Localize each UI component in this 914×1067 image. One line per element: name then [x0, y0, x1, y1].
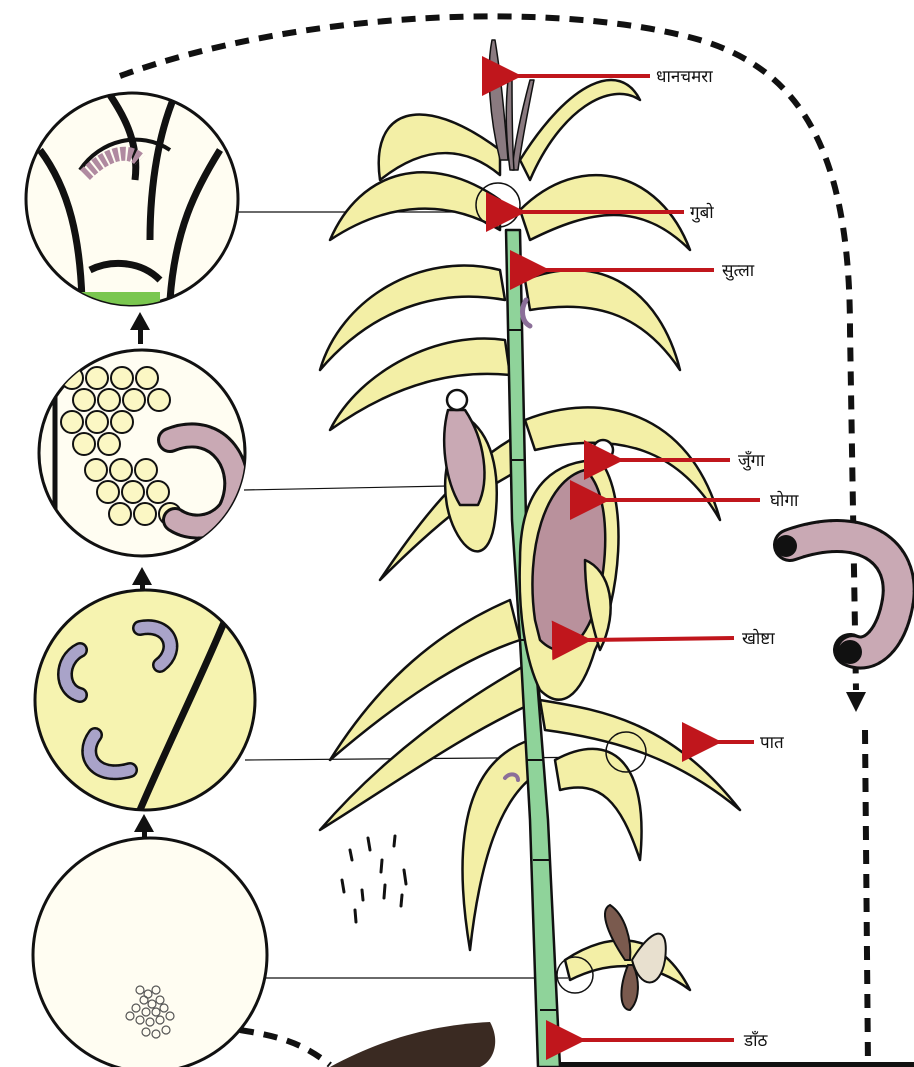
inset-egg-mass [33, 838, 267, 1067]
leaf [330, 338, 510, 430]
leaf [555, 749, 642, 860]
label-leaf: पात [760, 733, 784, 753]
upper-cob [444, 390, 497, 551]
main-cob [520, 440, 619, 700]
label-cob: घोगा [770, 490, 799, 511]
leaf [520, 80, 640, 180]
leaf [463, 740, 536, 950]
leaf [379, 114, 500, 180]
label-whorl: गुबो [690, 202, 714, 223]
cycle-arrowhead-down [846, 692, 866, 712]
label-silk: जुँगा [738, 450, 765, 471]
inset-young-larvae-on-leaf [35, 590, 255, 810]
leaf [525, 270, 680, 370]
leaf [330, 172, 500, 240]
label-tassel: धानचमरा [656, 67, 713, 87]
borer-larva-icon [775, 535, 899, 664]
ground-piece [330, 1022, 495, 1067]
maize-plant [320, 40, 740, 1067]
frass-droppings [342, 836, 406, 922]
label-stalk: डाँठ [743, 1030, 768, 1051]
inset-larva-in-stem [26, 93, 238, 312]
label-husk: खोष्टा [742, 628, 775, 649]
label-stem-tunnel: सुत्ला [722, 261, 755, 281]
inset-larva-eating-kernels [39, 350, 245, 556]
ground-line [560, 1062, 914, 1067]
